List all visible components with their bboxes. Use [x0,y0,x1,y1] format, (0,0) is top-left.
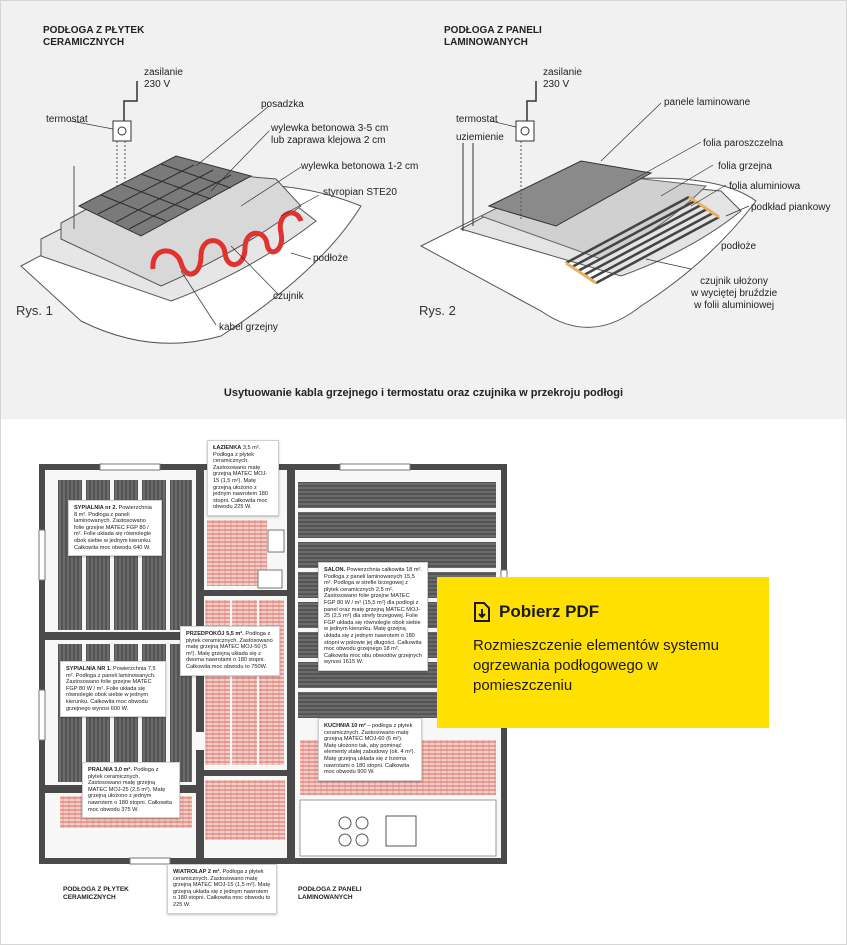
fig1-layers [20,81,362,344]
fig1-screed-label: posadzka [261,99,304,110]
hall-heating-mat-1 [205,600,230,765]
fig1-thermostat-label: termostat [46,114,88,125]
fig1-thermostat-icon [112,120,132,142]
note-bedroom2: SYPIALNIA nr 2. Powierzchnia 8 m². Podło… [68,500,162,557]
fig1-power-wire [123,81,138,121]
fig2-sensor-label: czujnik ułożony w wyciętej bruździe w fo… [691,276,778,311]
fig2-title: PODŁOGA Z PANELI LAMINOWANYCH [444,25,542,48]
fig2-thermostat-icon [515,120,535,142]
download-pdf-description: Rozmieszczenie elementów systemu ogrzewa… [473,637,719,694]
fig2-heating-foil-label: folia grzejna [718,161,772,172]
fig2-heating-foil-strips [565,195,720,285]
fig2-laminate-label: panele laminowane [664,97,751,108]
fig1-power-label: zasilanie 230 V [144,67,183,90]
stove-icon [338,816,369,847]
fig1-number: Rys. 1 [16,303,53,318]
download-pdf-button[interactable]: Pobierz PDF [473,602,599,622]
fig2-subfloor-label: podłoże [721,241,757,252]
fig2-foil-contacts [565,195,720,285]
fig1-subfloor-label: podłoże [313,253,349,264]
fig2-power-label: zasilanie 230 V [543,67,582,90]
legend-tiles: PODŁOGA Z PŁYTEK CERAMICZNYCH [63,886,129,901]
note-hall: PRZEDPOKÓJ 5,5 m². Podłoga z płytek cera… [180,626,280,676]
fig2-vapor-foil-label: folia paroszczelna [703,138,784,149]
note-bedroom1: SYPIALNIA NR 1. Powierzchnia 7,5 m². Pod… [60,661,166,718]
fig1-heating-cable [150,210,304,277]
hall-heating-mat-2 [232,600,257,765]
fig1-cable-label: kabel grzejny [219,322,278,333]
cross-section-caption: Usytuowanie kabla grzejnego i termostatu… [223,387,624,399]
cross-section-illustrations [20,81,757,344]
fig1-concrete-thin-label: wylewka betonowa 1-2 cm [301,161,419,172]
fig1-title: PODŁOGA Z PŁYTEK CERAMICZNYCH [43,25,145,48]
fig2-aluminum-foil-label: folia aluminiowa [729,181,801,192]
vestibule-heating-mat [205,780,285,840]
fig2-power-wire [526,81,537,121]
fig2-grounding-label: uziemienie [456,132,504,143]
fig1-sensor-wire [116,141,126,186]
note-vestibule: WIATROŁAP 2 m². Podłoga z płytek ceramic… [167,864,277,914]
fig1-styrofoam-label: styropian STE20 [323,187,397,198]
fig2-number: Rys. 2 [419,303,456,318]
fig2-laminate [487,160,653,227]
note-bathroom: ŁAZIENKA 3,5 m². Podłoga z płytek cerami… [207,440,279,516]
cross-section-panel: PODŁOGA Z PŁYTEK CERAMICZNYCH zasilanie … [1,1,846,419]
download-file-icon [474,602,490,622]
fig2-leader-lines [490,102,750,270]
fig1-tile-grid [97,163,232,230]
note-kitchen: KUCHNIA 10 m² – podłoga z płytek ceramic… [318,718,422,781]
fig2-layers [419,81,757,328]
sink-icon [257,569,283,589]
fig1-thermostat-dial [117,126,127,136]
note-laundry: PRALNIA 3,0 m². Podłoga z płytek ceramic… [82,762,180,819]
legend-panels: PODŁOGA Z PANELI LAMINOWANYCH [298,886,362,901]
note-living-room: SALON. Powierzchnia całkowita 18 m². Pod… [318,562,428,671]
fig2-foam-underlay-label: podkład piankowy [751,202,831,213]
toilet-icon [267,529,285,553]
kitchen-sink-icon [385,815,417,847]
download-pdf-label: Pobierz PDF [499,602,600,621]
fig1-leader-lines [70,105,320,326]
fig2-thermostat-label: termostat [456,114,498,125]
fig2-ground-wire [462,143,474,231]
bathroom-heating-mat [207,520,267,586]
download-pdf-card[interactable]: Pobierz PDF Rozmieszczenie elementów sys… [437,577,769,728]
fig1-sensor-label: czujnik [273,291,304,302]
fig1-concrete-thick-label: wylewka betonowa 3-5 cm lub zaprawa klej… [271,123,389,146]
hall-heating-mat-3 [259,600,284,765]
